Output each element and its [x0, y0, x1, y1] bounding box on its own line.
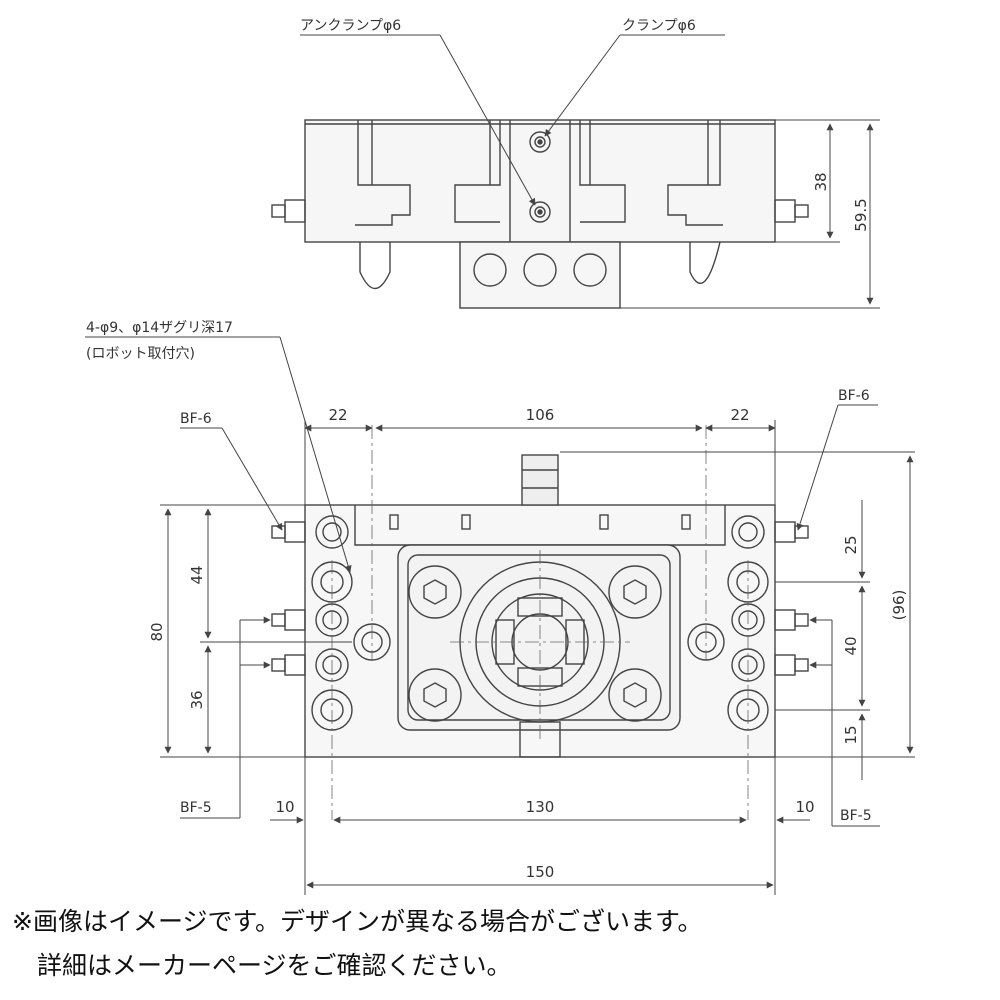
dim-130: 130: [526, 798, 555, 816]
top-view-dimensions: [615, 119, 880, 309]
callout-bf6-right: BF-6: [838, 388, 870, 404]
callout-mount-holes: 4-φ9、φ14ザグリ深17: [86, 320, 233, 336]
dim-80: 80: [148, 622, 166, 641]
callout-bf5-left: BF-5: [180, 800, 212, 816]
dim-22-left: 22: [328, 406, 347, 424]
dim-96: (96): [890, 590, 908, 621]
disclaimer-line-1: ※画像はイメージです。デザインが異なる場合がございます。: [12, 907, 703, 936]
dim-150: 150: [526, 863, 555, 881]
callout-bf6-left: BF-6: [180, 411, 212, 427]
callout-unclamp: アンクランプφ6: [300, 18, 401, 34]
image-disclaimer: ※画像はイメージです。デザインが異なる場合がございます。 詳細はメーカーページを…: [12, 900, 992, 988]
dim-106: 106: [526, 406, 555, 424]
front-callout-leaders: [85, 336, 880, 827]
callout-bf5-right: BF-5: [840, 808, 872, 824]
dim-44: 44: [188, 565, 206, 584]
top-callout-leaders: [300, 34, 725, 206]
front-dimensions: [160, 420, 915, 895]
dim-22-right: 22: [730, 406, 749, 424]
dim-25: 25: [842, 535, 860, 554]
dim-15: 15: [842, 725, 860, 744]
dim-10-right: 10: [795, 798, 814, 816]
dim-10-left: 10: [275, 798, 294, 816]
disclaimer-line-2: 詳細はメーカーページをご確認ください。: [12, 951, 512, 980]
top-view: [271, 119, 809, 309]
callout-mount-holes-note: (ロボット取付穴): [86, 346, 195, 362]
center-lines: [331, 425, 749, 820]
callout-clamp: クランプφ6: [622, 18, 696, 34]
dim-59-5: 59.5: [852, 198, 870, 231]
dim-36: 36: [188, 690, 206, 709]
dim-40: 40: [842, 636, 860, 655]
dim-38: 38: [812, 172, 830, 191]
